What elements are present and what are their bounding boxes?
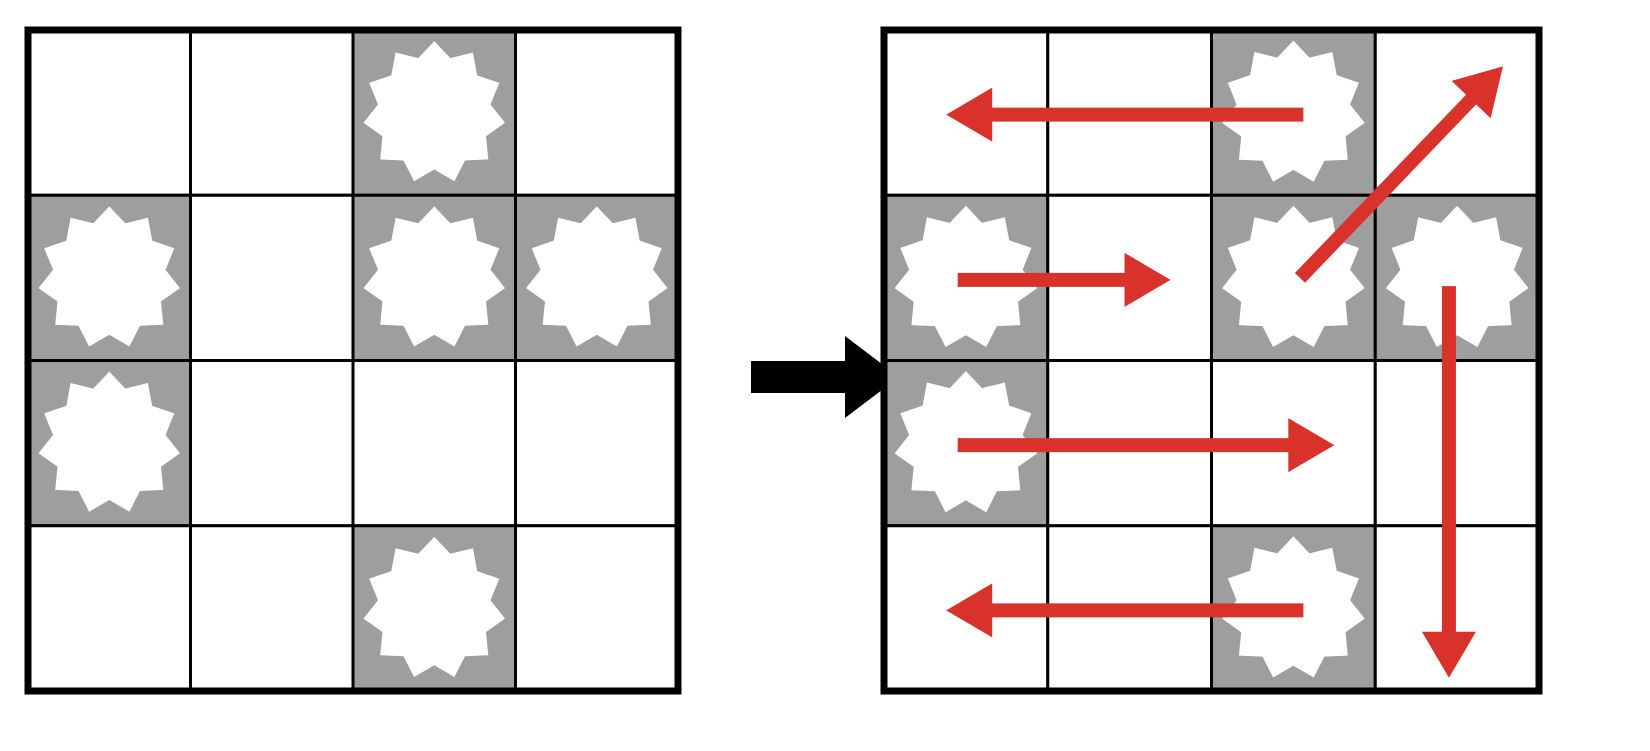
left-grid-star-icon-r1-c2	[363, 206, 505, 347]
left-grid-border	[24, 26, 682, 695]
right-grid-border	[880, 26, 1543, 695]
right-grid-cell-r2-c3-empty	[1373, 359, 1541, 528]
transition-arrow	[751, 336, 899, 418]
left-grid-cell-r1-c1-empty	[189, 193, 355, 362]
move-arrow-5-right-head	[1288, 418, 1335, 473]
right-grid-star-icon-r1-c3	[1385, 205, 1529, 347]
left-grid-cell-r2-c3-empty	[514, 359, 680, 528]
move-arrow-3-up-right-shaft	[1294, 93, 1478, 283]
left-grid-cell-r0-c3-empty	[514, 28, 680, 197]
right-arrow-icon	[751, 336, 899, 418]
left-grid-cell-r3-c1-empty	[189, 524, 355, 693]
move-arrow-6-left-head	[946, 583, 993, 638]
left-grid-star-icon-r1-c3	[526, 206, 668, 347]
movement-arrows	[946, 66, 1503, 678]
left-grid-cell-r2-c1-empty	[189, 359, 355, 528]
move-arrow-1-left-head	[946, 87, 993, 142]
move-arrow-4-down-head	[1421, 631, 1476, 678]
move-arrow-2-right-head	[1124, 252, 1171, 307]
right-grid-cell-r3-c3-empty	[1373, 524, 1541, 693]
left-grid-cell-r0-c1-empty	[189, 28, 355, 197]
left-grid-cell-r3-c0-empty	[26, 524, 192, 693]
left-grid-star-icon-r3-c2	[363, 536, 505, 677]
left-grid-star-icon-r2-c0	[38, 371, 180, 512]
left-grid-cell-r2-c2-empty	[351, 359, 517, 528]
left-grid-star-icon-r0-c2	[363, 41, 505, 182]
left-grid-cell-r3-c3-empty	[514, 524, 680, 693]
left-grid-star-icon-r1-c0	[38, 206, 180, 347]
move-arrow-3-up-right-head	[1451, 66, 1503, 119]
left-grid-cell-r0-c0-empty	[26, 28, 192, 197]
left-grid	[24, 26, 682, 695]
